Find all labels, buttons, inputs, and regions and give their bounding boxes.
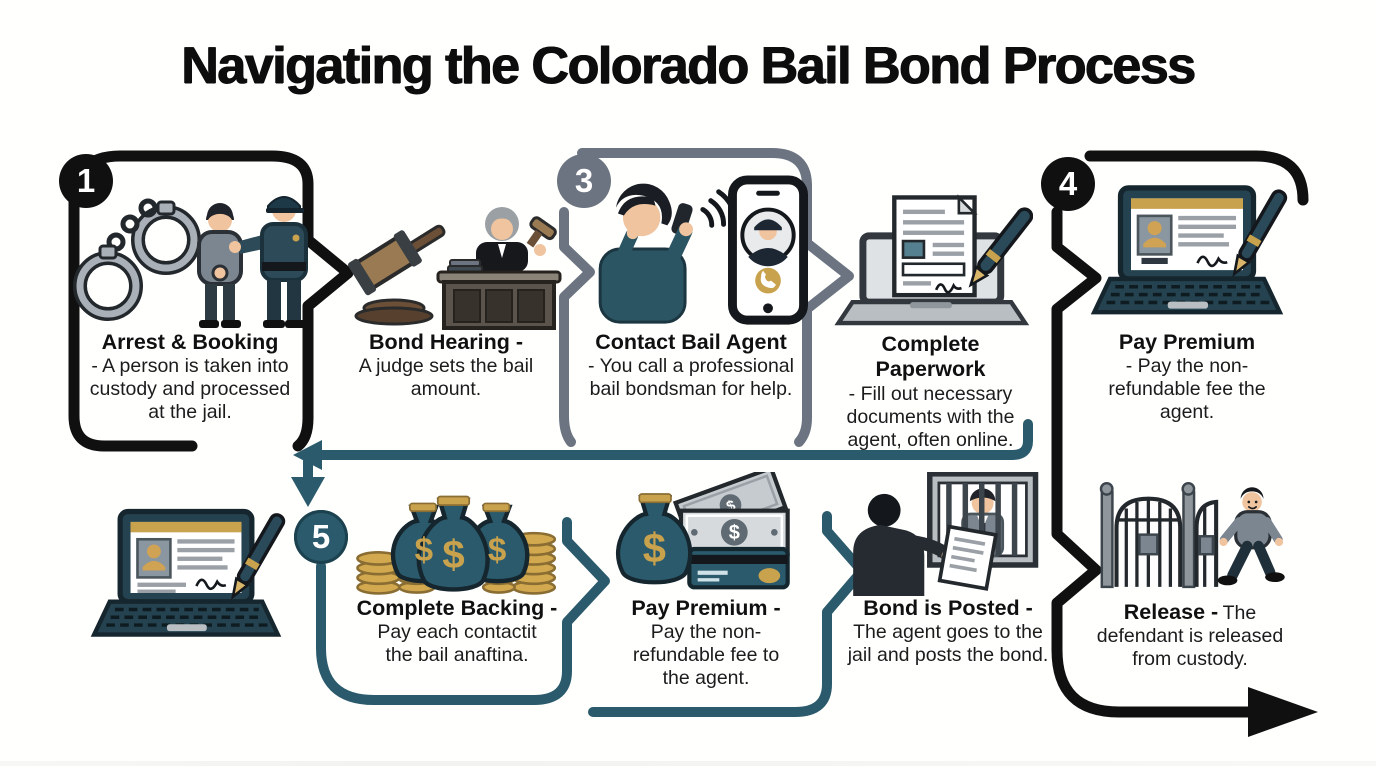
judge-gavel-icon <box>330 196 562 330</box>
money-bag-cash-card-icon: $ $ $ <box>606 466 806 596</box>
step-desc: A judge sets the bail amount. <box>358 355 534 401</box>
page-title: Navigating the Colorado Bail Bond Proces… <box>181 37 1196 95</box>
step-card-release: Release - The defendant is released from… <box>1092 460 1288 671</box>
step-badge-3: 3 <box>557 154 611 208</box>
step-desc: The agent goes to the jail and posts the… <box>847 621 1049 667</box>
money-bags-coins-icon: $ $ $ <box>352 466 562 596</box>
laptop-document-pen-icon <box>828 186 1033 332</box>
step-card-complete-paperwork: Complete Paperwork - Fill out necessary … <box>828 186 1033 452</box>
svg-text:$: $ <box>415 532 433 569</box>
step-desc: Pay each contactit the bail anaftina. <box>377 621 537 667</box>
step-desc: - Pay the non-refundable fee the agent. <box>1108 355 1266 424</box>
step-heading: Bond Hearing - <box>368 330 524 354</box>
laptop-id-signature-icon <box>82 496 290 660</box>
step-desc: Pay the non-refundable fee to the agent. <box>632 621 780 690</box>
step-card-bond-hearing: Bond Hearing - A judge sets the bail amo… <box>330 196 562 401</box>
step-card-pay-premium-top: Pay Premium - Pay the non-refundable fee… <box>1082 178 1292 424</box>
step-card-pay-premium-bottom: $ $ $ Pay Premium - <box>606 466 806 690</box>
step-card-contact-bail-agent: Contact Bail Agent - You call a professi… <box>565 168 817 401</box>
step-heading: Release - <box>1123 600 1219 624</box>
step-card-complete-backing: $ $ $ Complete Backing - Pay each contac… <box>352 466 562 667</box>
laptop-id-signature-icon <box>1082 178 1292 330</box>
step-heading: Pay Premium - <box>631 596 781 620</box>
svg-text:$: $ <box>729 522 740 544</box>
step-heading: Bond is Posted - <box>863 596 1033 620</box>
step-desc: - You call a professional bail bondsman … <box>588 355 794 401</box>
step-badge-1: 1 <box>59 154 113 208</box>
step-heading: Complete Paperwork <box>875 332 986 382</box>
svg-text:$: $ <box>643 524 666 571</box>
step-heading: Contact Bail Agent <box>595 330 787 354</box>
step-desc: - Fill out necessary documents with the … <box>846 382 1015 451</box>
step-heading: Arrest & Booking <box>101 330 279 354</box>
step-card-arrest-booking: Arrest & Booking - A person is taken int… <box>70 172 310 424</box>
step-desc: - A person is taken into custody and pro… <box>89 355 291 424</box>
step-heading: Complete Backing - <box>356 596 558 620</box>
svg-text:$: $ <box>442 532 464 577</box>
step-heading: Pay Premium <box>1118 330 1256 354</box>
step-card-bond-posted: Bond is Posted - The agent goes to the j… <box>838 466 1058 667</box>
step-badge-5: 5 <box>294 510 348 564</box>
agent-jail-bond-icon <box>838 466 1058 596</box>
step-badge-4: 4 <box>1041 157 1095 211</box>
bottom-artifact-strip <box>0 761 1376 766</box>
laptop-signature-illustration <box>82 496 290 660</box>
gate-release-icon <box>1092 460 1288 600</box>
svg-text:$: $ <box>488 532 506 569</box>
